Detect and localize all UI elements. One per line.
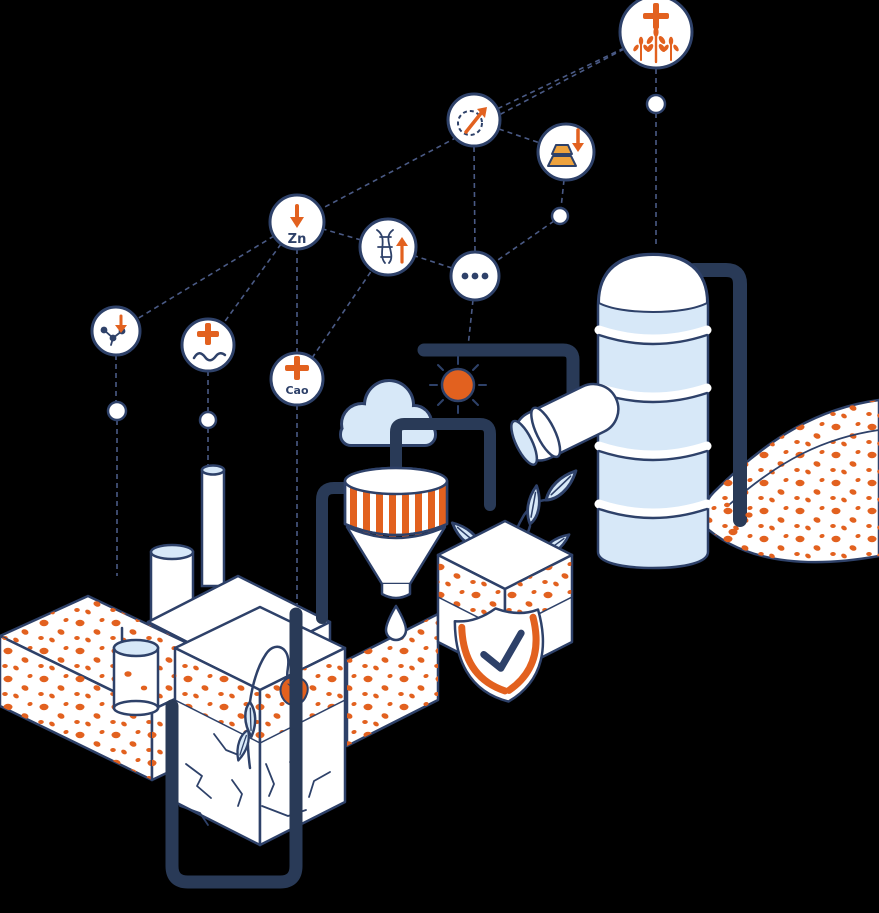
wheat-ears [633,27,679,64]
shield-check-icon [453,607,545,703]
silo-outlet-pipe [687,263,747,527]
node-dot [198,410,218,430]
node-dot [550,206,570,226]
granules-over-pipe [724,502,753,536]
badge-calcium: Cao [269,351,325,407]
badge-molecule [90,305,142,357]
pump-riser-pipe [417,343,580,415]
storage-silo [594,252,712,570]
badge-dna [358,217,418,277]
funnel-feed-pipe-top [390,418,496,511]
cloud [339,379,437,447]
zinc-label: Zn [288,232,307,247]
badge-gold [536,122,596,182]
badge-zinc: Zn [268,193,326,251]
water-droplet-icon [384,604,408,642]
funnel [343,466,449,642]
molecule-down-icon [90,305,142,357]
network-node-dots [106,93,667,430]
calcium-label: Cao [285,384,308,397]
frame-pipe [165,607,303,889]
badge-cycle [446,92,502,148]
badge-ellipsis [449,250,501,302]
funnel-feed-pipe-left [316,482,374,624]
pump-vessel [510,382,620,466]
soil-mound-right [700,398,879,564]
node-dot [645,93,667,115]
node-dot [106,400,128,422]
chimney-tall [200,464,226,588]
barrel [112,626,160,717]
sun-icon [429,356,487,414]
soil-strip-middle [345,612,440,748]
soil-block-cracked [173,605,347,847]
badge-wheat [618,0,694,70]
badge-worm [180,317,236,373]
